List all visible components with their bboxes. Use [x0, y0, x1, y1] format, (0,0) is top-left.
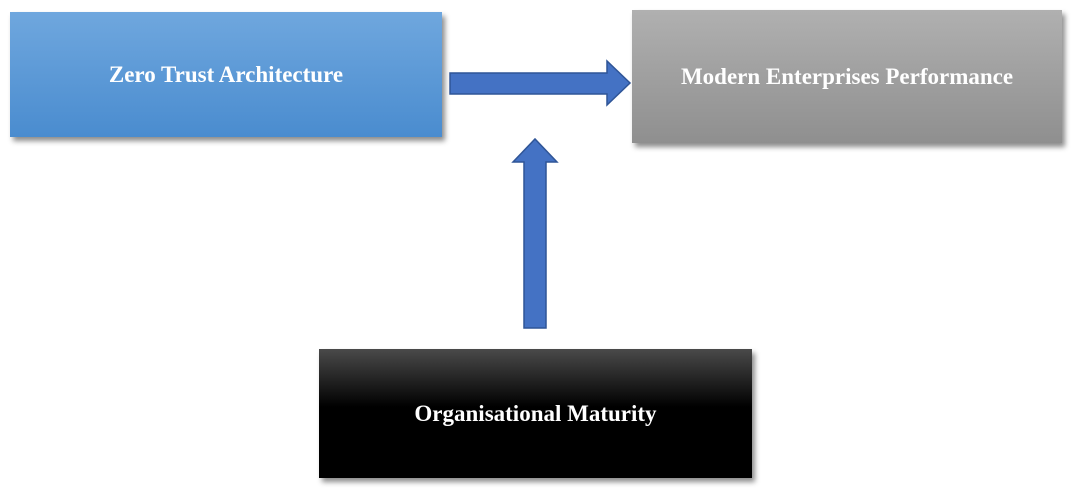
- arrow-zta-to-performance: [449, 59, 632, 107]
- node-label: Organisational Maturity: [414, 400, 657, 426]
- node-label: Zero Trust Architecture: [108, 61, 344, 87]
- arrow-maturity-moderator: [511, 137, 559, 329]
- node-modern-enterprises-performance: Modern Enterprises Performance: [632, 10, 1062, 143]
- node-organisational-maturity: Organisational Maturity: [319, 349, 752, 478]
- node-label: Modern Enterprises Performance: [680, 63, 1014, 89]
- node-zero-trust-architecture: Zero Trust Architecture: [10, 12, 442, 137]
